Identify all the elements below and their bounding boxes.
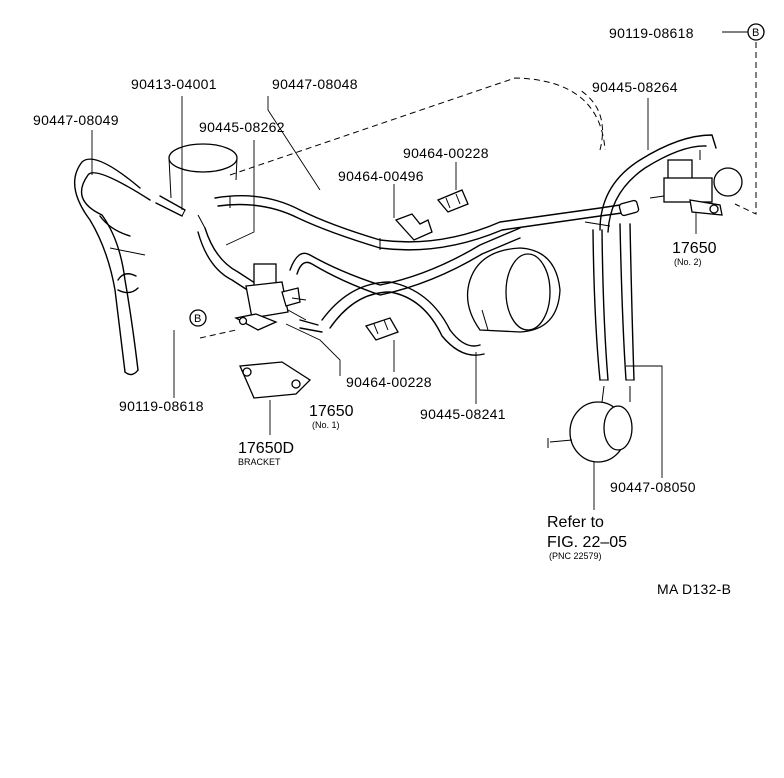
- vacuum-actuator: [547, 385, 633, 463]
- label-17650-no1: 17650: [309, 403, 354, 420]
- label-90445-08262: 90445-08262: [199, 119, 285, 135]
- clip-90464-00228-bottom: [364, 317, 399, 341]
- label-90447-08050: 90447-08050: [610, 479, 696, 495]
- vsv-no2: [649, 150, 743, 216]
- label-17650-no2: 17650: [672, 240, 717, 257]
- svg-text:B: B: [194, 313, 201, 325]
- diagram-code: MA D132-B: [657, 581, 731, 597]
- label-17650-no2-sub: (No. 2): [674, 257, 702, 267]
- hose-90445-08262: [155, 195, 259, 294]
- label-refer-to: Refer to: [547, 514, 604, 531]
- clip-90464-00496: [394, 213, 433, 241]
- label-90119-08618-top: 90119-08618: [609, 25, 694, 41]
- engine-outline-dashed: [229, 77, 606, 176]
- label-17650d: 17650D: [238, 440, 294, 457]
- hose-90447-08048: [214, 195, 640, 251]
- part-labels: 90119-08618 90413-04001 90447-08048 9044…: [33, 25, 731, 597]
- label-90464-00228-bottom: 90464-00228: [346, 374, 432, 390]
- hose-90447-08049: [73, 158, 151, 376]
- label-90445-08241: 90445-08241: [420, 406, 506, 422]
- svg-text:B: B: [752, 27, 759, 39]
- label-bracket: BRACKET: [238, 457, 281, 467]
- label-90447-08048: 90447-08048: [272, 76, 358, 92]
- label-pnc: (PNC 22579): [549, 551, 602, 561]
- label-90464-00496: 90464-00496: [338, 168, 424, 184]
- hose-90445-08241: [289, 227, 521, 356]
- label-90464-00228-top: 90464-00228: [403, 145, 489, 161]
- label-90119-08618-left: 90119-08618: [119, 398, 204, 414]
- label-90447-08049: 90447-08049: [33, 112, 119, 128]
- vsv-no1: [234, 263, 307, 331]
- label-17650-no1-sub: (No. 1): [312, 420, 340, 430]
- air-cleaner-cap: [168, 143, 238, 199]
- clip-90464-00228-top: [436, 189, 469, 213]
- charcoal-canister: [466, 247, 561, 333]
- label-90445-08264: 90445-08264: [592, 79, 678, 95]
- leader-lines: [91, 96, 697, 510]
- label-fig-22-05: FIG. 22–05: [547, 534, 627, 551]
- label-90413-04001: 90413-04001: [131, 76, 217, 92]
- bracket-17650d: [239, 361, 312, 399]
- callout-b-left: B: [189, 309, 237, 339]
- callout-b-top: B: [722, 23, 765, 215]
